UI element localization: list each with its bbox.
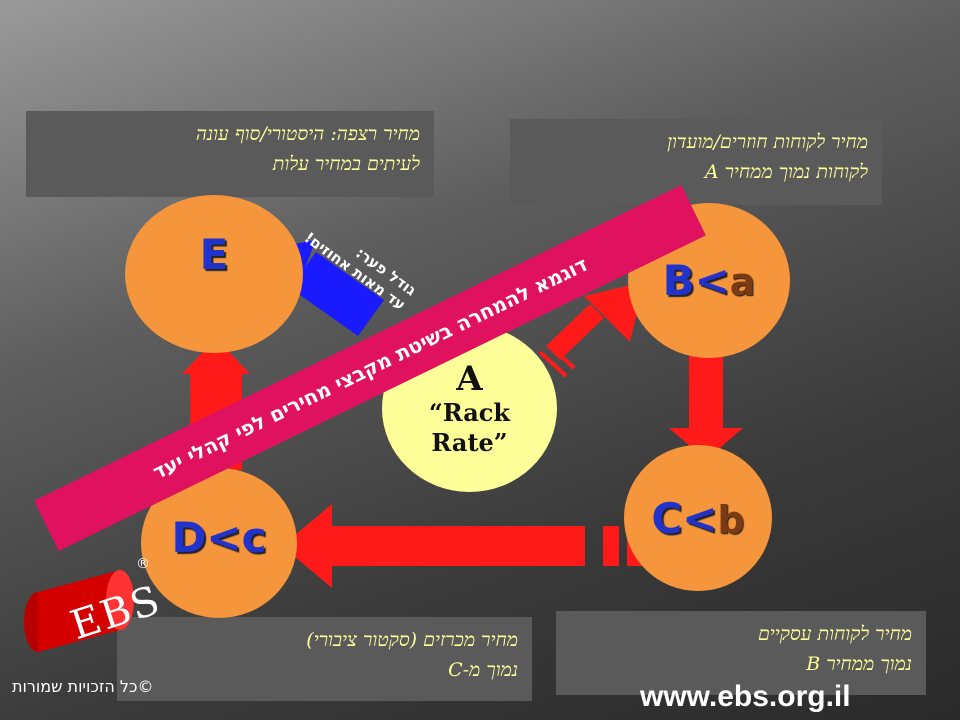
node-b-label: B<a	[663, 256, 756, 305]
price-box-tenders-line-1: מחיר מכרזים (סקטור ציבורי)	[306, 629, 518, 651]
node-a-letter: A	[456, 358, 483, 399]
node-d: D<c	[141, 468, 297, 618]
node-e: E	[125, 195, 303, 353]
price-box-returning: מחיר לקוחות חוזרים/מועדון לקוחות נמוך ממ…	[510, 119, 882, 205]
node-c-main: C<	[651, 493, 718, 543]
node-a-rate-line: Rate”	[431, 427, 508, 457]
node-c-label: C<b	[651, 494, 744, 543]
price-box-floor-line-1: מחיר רצפה: היסטורי/סוף עונה	[195, 123, 420, 145]
node-e-label: E	[199, 229, 229, 279]
price-box-business-line-1: מחיר לקוחות עסקיים	[757, 623, 912, 645]
price-box-floor: מחיר רצפה: היסטורי/סוף עונה לעיתים במחיר…	[26, 111, 434, 197]
price-box-tenders-line-2: נמוך מ-C	[448, 659, 518, 681]
price-box-floor-line-2: לעיתים במחיר עלות	[272, 153, 420, 175]
price-box-returning-line-2: לקוחות נמוך ממחיר A	[704, 161, 868, 183]
price-box-tenders: מחיר מכרזים (סקטור ציבורי) נמוך מ-C	[117, 617, 532, 701]
website-url[interactable]: www.ebs.org.il	[640, 680, 851, 713]
price-box-returning-line-1: מחיר לקוחות חוזרים/מועדון	[667, 131, 868, 153]
price-box-business: מחיר לקוחות עסקיים נמוך ממחיר B	[556, 611, 926, 695]
copyright-notice: ©כל הזכויות שמורות	[12, 677, 154, 696]
registered-mark: ®	[136, 556, 150, 572]
price-box-business-line-2: נמוך ממחיר B	[806, 653, 912, 675]
node-c-small: b	[717, 497, 745, 542]
node-a-rack-line: “Rack	[428, 397, 511, 427]
arrow-c-to-d	[282, 504, 643, 588]
arrow-b-to-c	[669, 338, 743, 460]
ebs-logo-icon	[24, 570, 134, 652]
node-c: C<b	[624, 445, 772, 591]
node-b-main: B<	[662, 256, 730, 305]
node-b-small: a	[729, 260, 756, 304]
node-d-label: D<c	[171, 512, 267, 562]
